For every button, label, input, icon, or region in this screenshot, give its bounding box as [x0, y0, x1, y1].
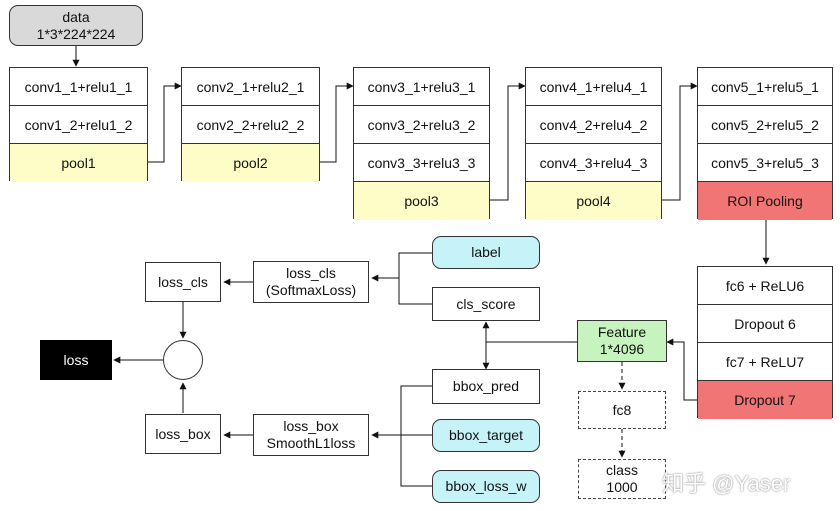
conv2-1-layer: conv2_1+relu2_1 [182, 68, 319, 106]
conv3-2-layer: conv3_2+relu3_2 [354, 106, 489, 144]
bbox-pred-node: bbox_pred [432, 369, 540, 404]
fc7-layer: fc7 + ReLU7 [698, 343, 832, 381]
conv5-1-layer: conv5_1+relu5_1 [698, 68, 832, 106]
conv5-3-layer: conv5_3+relu5_3 [698, 144, 832, 182]
bbox-loss-w-blob: bbox_loss_w [432, 470, 540, 503]
roi-pooling-layer: ROI Pooling [698, 182, 832, 220]
fc6-layer: fc6 + ReLU6 [698, 267, 832, 305]
pool4-layer: pool4 [526, 182, 661, 220]
conv4-2-layer: conv4_2+relu4_2 [526, 106, 661, 144]
loss-cls-node: loss_cls [145, 262, 221, 302]
stage-5-block: conv5_1+relu5_1 conv5_2+relu5_2 conv5_3+… [697, 67, 833, 220]
conv1-2-layer: conv1_2+relu1_2 [10, 106, 147, 144]
sum-node [163, 340, 203, 380]
fc8-node: fc8 [578, 391, 666, 429]
loss-output: loss [40, 340, 112, 380]
conv2-2-layer: conv2_2+relu2_2 [182, 106, 319, 144]
conv4-3-layer: conv4_3+relu4_3 [526, 144, 661, 182]
label-blob: label [432, 236, 540, 269]
dropout6-layer: Dropout 6 [698, 305, 832, 343]
dropout7-layer: Dropout 7 [698, 381, 832, 419]
data-input-node: data 1*3*224*224 [9, 5, 143, 46]
pool2-layer: pool2 [182, 144, 319, 182]
pool1-layer: pool1 [10, 144, 147, 182]
conv3-1-layer: conv3_1+relu3_1 [354, 68, 489, 106]
stage-4-block: conv4_1+relu4_1 conv4_2+relu4_2 conv4_3+… [525, 67, 662, 220]
stage-3-block: conv3_1+relu3_1 conv3_2+relu3_2 conv3_3+… [353, 67, 490, 220]
cls-score-node: cls_score [432, 287, 540, 321]
watermark: 知乎 @Yaser [662, 471, 791, 496]
loss-cls-op: loss_cls (SoftmaxLoss) [253, 261, 369, 303]
conv4-1-layer: conv4_1+relu4_1 [526, 68, 661, 106]
loss-box-node: loss_box [145, 414, 221, 454]
fc-block: fc6 + ReLU6 Dropout 6 fc7 + ReLU7 Dropou… [697, 266, 833, 419]
bbox-target-blob: bbox_target [432, 419, 540, 452]
stage-2-block: conv2_1+relu2_1 conv2_2+relu2_2 pool2 [181, 67, 320, 182]
loss-box-op: loss_box SmoothL1loss [253, 414, 369, 456]
stage-1-block: conv1_1+relu1_1 conv1_2+relu1_2 pool1 [9, 67, 148, 182]
conv1-1-layer: conv1_1+relu1_1 [10, 68, 147, 106]
conv5-2-layer: conv5_2+relu5_2 [698, 106, 832, 144]
class-node: class 1000 [578, 459, 666, 499]
pool3-layer: pool3 [354, 182, 489, 220]
feature-node: Feature 1*4096 [577, 320, 667, 362]
conv3-3-layer: conv3_3+relu3_3 [354, 144, 489, 182]
